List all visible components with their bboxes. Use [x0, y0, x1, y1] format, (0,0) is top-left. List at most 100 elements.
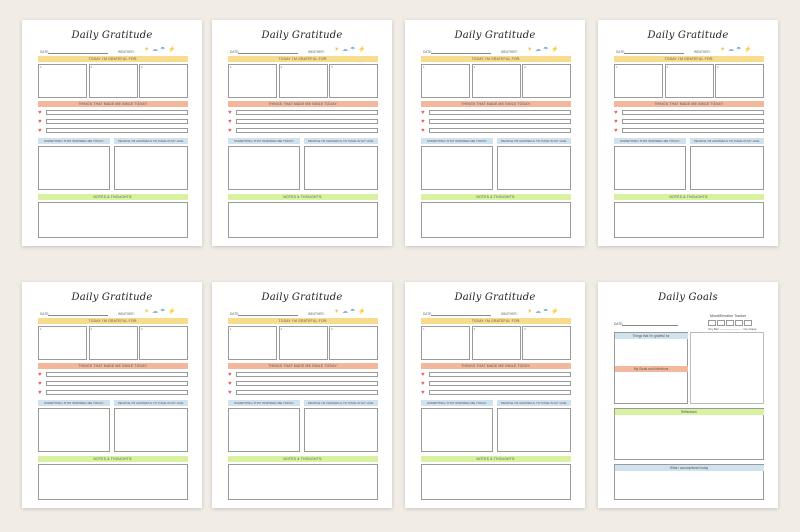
date-line	[238, 53, 298, 54]
heart-icon: ♥	[38, 128, 42, 134]
smile-line-1	[46, 372, 188, 377]
sheet-title: Daily Gratitude	[647, 30, 729, 41]
box-number: 2	[90, 327, 93, 331]
grateful-box-3: 3	[522, 326, 571, 360]
gratitude-sheet: Daily Gratitude DATE: WEATHER: ☀ ☁ ☂ ⚡ T…	[405, 282, 585, 508]
box-number: 3	[141, 327, 143, 331]
heart-icon: ♥	[614, 110, 618, 116]
notes-heading: NOTES & THOUGHTS:	[228, 456, 378, 462]
smile-line-1	[622, 110, 764, 115]
people-box	[304, 146, 378, 190]
inspired-heading: SOMETHING THAT INSPIRED ME TODAY:	[38, 400, 110, 406]
grateful-box-2: 2	[278, 64, 328, 98]
box-number: 3	[524, 327, 526, 331]
heart-icon: ♥	[228, 381, 232, 387]
storm-icon: ⚡	[551, 309, 559, 315]
box-number: 3	[331, 327, 333, 331]
heart-icon: ♥	[38, 372, 42, 378]
smile-line-3	[622, 128, 764, 133]
inspired-heading: SOMETHING THAT INSPIRED ME TODAY:	[228, 400, 300, 406]
inspired-box	[421, 146, 493, 190]
inspired-box	[228, 146, 300, 190]
grateful-heading: Things that I'm grateful for	[614, 332, 688, 339]
box-number: 2	[666, 65, 669, 69]
box-number: 2	[473, 327, 476, 331]
notes-box	[421, 202, 571, 238]
heart-icon: ♥	[421, 381, 425, 387]
reflections-box	[614, 408, 764, 460]
smile-heading: THINGS THAT MADE ME SMILE TODAY:	[421, 101, 571, 107]
notes-heading: NOTES & THOUGHTS:	[614, 194, 764, 200]
box-number: 1	[423, 65, 425, 69]
box-number: 2	[280, 327, 283, 331]
people-box	[497, 146, 571, 190]
heart-icon: ♥	[421, 110, 425, 116]
date-label: DATE:	[616, 50, 626, 54]
storm-icon: ⚡	[168, 309, 176, 315]
gratitude-sheet: Daily Gratitude DATE: WEATHER: ☀ ☁ ☂ ⚡ T…	[212, 282, 392, 508]
grateful-box-3: 3	[329, 326, 378, 360]
heart-icon: ♥	[228, 119, 232, 125]
gratitude-sheet: Daily Gratitude DATE: WEATHER: ☀ ☁ ☂ ⚡ T…	[22, 20, 202, 246]
heart-icon: ♥	[421, 372, 425, 378]
sheet-title: Daily Gratitude	[454, 30, 536, 41]
rain-icon: ☂	[736, 47, 742, 53]
grateful-box-2: 2	[88, 326, 138, 360]
grateful-heading: TODAY I'M GRATEFUL FOR:	[614, 56, 764, 62]
mood-cell	[735, 320, 743, 326]
date-weather-row: DATE: WEATHER: ☀ ☁ ☂ ⚡	[230, 309, 380, 318]
smile-line-3	[236, 390, 378, 395]
sun-icon: ☀	[144, 309, 150, 315]
grateful-box-1: 1	[228, 326, 277, 360]
smile-heading: THINGS THAT MADE ME SMILE TODAY:	[228, 363, 378, 369]
storm-icon: ⚡	[744, 47, 752, 53]
date-line	[48, 315, 108, 316]
weather-label: WEATHER:	[501, 50, 518, 54]
weather-label: WEATHER:	[694, 50, 711, 54]
accomplished-heading: What I accomplished today	[614, 464, 764, 471]
heart-icon: ♥	[38, 119, 42, 125]
date-line	[622, 325, 678, 326]
storm-icon: ⚡	[358, 47, 366, 53]
inspired-heading: SOMETHING THAT INSPIRED ME TODAY:	[421, 138, 493, 144]
inspired-box	[38, 146, 110, 190]
heart-icon: ♥	[421, 390, 425, 396]
box-number: 2	[473, 65, 476, 69]
notes-heading: NOTES & THOUGHTS:	[38, 456, 188, 462]
smile-line-3	[429, 390, 571, 395]
grateful-heading: TODAY I'M GRATEFUL FOR:	[228, 56, 378, 62]
smile-heading: THINGS THAT MADE ME SMILE TODAY:	[38, 101, 188, 107]
storm-icon: ⚡	[358, 309, 366, 315]
grateful-box-2: 2	[664, 64, 714, 98]
box-number: 2	[280, 65, 283, 69]
gratitude-sheet: Daily Gratitude DATE: WEATHER: ☀ ☁ ☂ ⚡ T…	[212, 20, 392, 246]
sheet-title: Daily Gratitude	[454, 292, 536, 303]
smile-line-2	[429, 381, 571, 386]
grateful-box-2: 2	[278, 326, 328, 360]
sun-icon: ☀	[527, 309, 533, 315]
creativity-box	[690, 332, 764, 404]
gratitude-sheet: Daily Gratitude DATE: WEATHER: ☀ ☁ ☂ ⚡ T…	[22, 282, 202, 508]
goals-heading: My Goals and Intentions	[614, 366, 688, 372]
cloud-icon: ☁	[728, 47, 734, 53]
box-number: 1	[40, 327, 42, 331]
mood-scale: Very Bad ←———————→ Very Happy	[708, 328, 757, 331]
notes-box	[228, 464, 378, 500]
people-heading: PEOPLE I'M GRATEFUL TO HAVE IN MY LIFE:	[497, 400, 571, 406]
mood-cell	[726, 320, 734, 326]
smile-line-1	[236, 110, 378, 115]
smile-line-1	[429, 110, 571, 115]
box-number: 1	[423, 327, 425, 331]
cloud-icon: ☁	[535, 47, 541, 53]
date-weather-row: DATE: WEATHER: ☀ ☁ ☂ ⚡	[40, 47, 190, 56]
date-label: DATE:	[230, 312, 240, 316]
sun-icon: ☀	[527, 47, 533, 53]
date-label: DATE:	[614, 322, 624, 326]
box-number: 1	[616, 65, 618, 69]
rain-icon: ☂	[543, 309, 549, 315]
date-weather-row: DATE: WEATHER: ☀ ☁ ☂ ⚡	[616, 47, 766, 56]
heart-icon: ♥	[228, 128, 232, 134]
grateful-box-2: 2	[471, 326, 521, 360]
heart-icon: ♥	[421, 128, 425, 134]
